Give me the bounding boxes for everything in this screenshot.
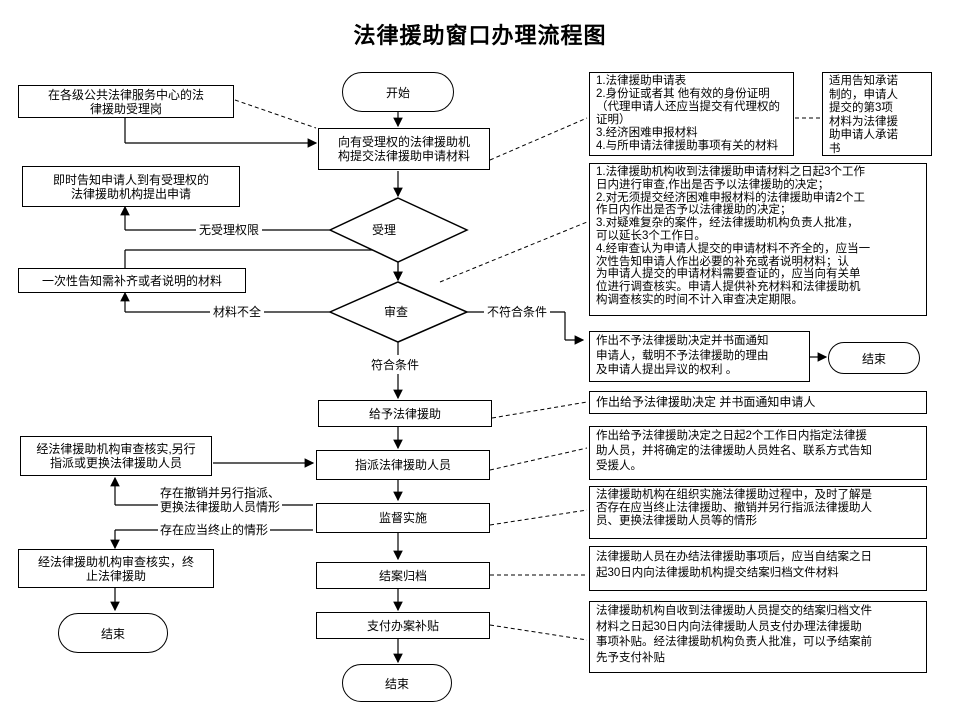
accept-label: 受理 — [372, 223, 397, 237]
reassign-box: 经法律援助机构审查核实,另行 指派或更换法律援助人员 — [20, 436, 212, 476]
supervise-note: 法律援助机构在组织实施法律援助过程中，及时了解是 否存在应当终止法律援助、撤销并… — [589, 486, 927, 539]
terminate-box: 经法律援助机构审查核实，终 止法律援助 — [18, 549, 214, 588]
grant-note: 作出给予法律援助决定 并书面通知申请人 — [589, 391, 927, 414]
no-authority-label: 无受理权限 — [196, 223, 263, 237]
supplement-box: 一次性告知需补齐或者说明的材料 — [18, 268, 246, 293]
accept-diamond — [328, 197, 469, 263]
review-diamond — [328, 281, 469, 343]
materials-note: 1.法律援助申请表 2.身份证或者其 他有效的身份证明 （代理申请人还应当提交有… — [589, 72, 794, 156]
end-left-node: 结束 — [58, 613, 168, 653]
archive-box: 结案归档 — [316, 562, 490, 589]
assign-note: 作出给予法律援助决定之日起2个工作日内指定法律援 助人员，并将确定的法律援助人员… — [589, 426, 927, 480]
not-qualified-label: 不符合条件 — [484, 305, 551, 319]
archive-note: 法律援助人员在办结法律援助事项后，应当自结案之日 起30日内向法律援助机构提交结… — [589, 546, 927, 591]
end-right-node: 结束 — [828, 342, 920, 374]
subsidy-box: 支付办案补贴 — [316, 612, 490, 639]
review-label: 审查 — [384, 305, 409, 319]
start-node: 开始 — [342, 72, 454, 112]
revoke-reassign-label: 存在撤销并另行指派、 更换法律援助人员情形 — [158, 486, 283, 514]
submit-application-box: 向有受理权的法律援助机 构提交法律援助申请材料 — [318, 128, 490, 170]
center-window-box: 在各级公共法律服务中心的法 律援助受理岗 — [18, 85, 234, 118]
inform-institution-box: 即时告知申请人到有受理权的 法律援助机构提出申请 — [22, 166, 240, 207]
subsidy-note: 法律援助机构自收到法律援助人员提交的结案归档文件 材料之日起30日内向法律援助人… — [589, 601, 927, 673]
refuse-note: 作出不予法律援助决定并书面通知 申请人，载明不予法律援助的理由 及申请人提出异议… — [589, 331, 810, 382]
page-title: 法律援助窗口办理流程图 — [353, 23, 607, 48]
commitment-note: 适用告知承诺 制的，申请人 提交的第3项 材料为法律援 助申请人承诺 书 — [822, 72, 932, 156]
incomplete-label: 材料不全 — [210, 305, 265, 319]
qualified-label: 符合条件 — [368, 358, 423, 372]
grant-aid-box: 给予法律援助 — [318, 400, 492, 427]
review-rules-note: 1.法律援助机构收到法律援助申请材料之日起3个工作 日内进行审查,作出是否予以法… — [589, 163, 927, 316]
assign-staff-box: 指派法律援助人员 — [316, 450, 490, 480]
supervise-box: 监督实施 — [316, 503, 490, 533]
end-bottom-node: 结束 — [342, 664, 452, 702]
should-terminate-label: 存在应当终止的情形 — [158, 523, 271, 537]
